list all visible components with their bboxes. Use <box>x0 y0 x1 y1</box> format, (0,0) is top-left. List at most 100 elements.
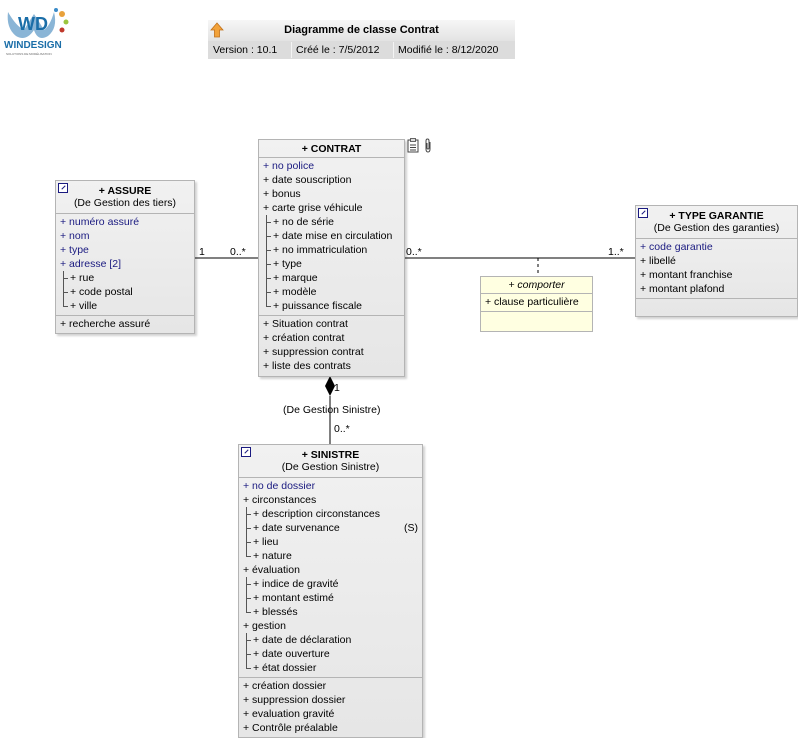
attribute-label: + rue <box>70 272 95 284</box>
composition-label: (De Gestion Sinistre) <box>283 404 381 416</box>
attributes-section: + code garantie+ libellé + montant franch… <box>636 238 797 298</box>
operations-section <box>636 298 797 316</box>
attribute-label: + blessés <box>253 606 298 618</box>
logo-text: WINDESIGN <box>4 40 62 51</box>
attributes-section: + no de dossier+ circonstances + descript… <box>239 477 422 677</box>
attribute-row: + libellé <box>636 254 797 268</box>
attribute-row: + montant franchise <box>636 268 797 282</box>
clipboard-icon[interactable] <box>407 138 419 153</box>
attribute-row: + no de dossier <box>239 479 422 493</box>
attribute-row: + nom <box>56 229 194 243</box>
external-link-icon[interactable] <box>58 183 68 193</box>
created-label: Créé le : 7/5/2012 <box>296 44 380 56</box>
attribute-label: + description circonstances <box>253 508 380 520</box>
attribute-label: + gestion <box>243 620 286 632</box>
attribute-row: + no de série <box>259 215 404 229</box>
operation-row: + Contrôle préalable <box>243 722 338 734</box>
mult-contrat-bottom: 1 <box>334 382 340 394</box>
external-link-icon[interactable] <box>241 447 251 457</box>
attribute-label: + type <box>60 244 89 256</box>
attribute-label: + nature <box>253 550 292 562</box>
diagram-header: Diagramme de classe Contrat Version : 10… <box>208 20 515 59</box>
attribute-row: + adresse [2] <box>56 257 194 271</box>
logo-subtitle: SOLUTIONS DE MODÉLISATION <box>6 52 52 56</box>
class-name: + CONTRAT <box>301 143 362 155</box>
class-contrat[interactable]: + CONTRAT + no police+ date souscription… <box>258 139 405 377</box>
attribute-label: + libellé <box>640 255 676 267</box>
attribute-row: + bonus <box>259 187 404 201</box>
attribute-row: + indice de gravité <box>239 577 422 591</box>
class-name: + TYPE GARANTIE <box>669 210 764 222</box>
external-link-icon[interactable] <box>638 208 648 218</box>
class-assure[interactable]: + ASSURE (De Gestion des tiers) + numéro… <box>55 180 195 334</box>
attribute-row: + description circonstances <box>239 507 422 521</box>
attribute-label: + no de série <box>273 216 335 228</box>
attribute-row: + évaluation <box>239 563 422 577</box>
attribute-label: + date survenance <box>253 522 340 534</box>
attribute-row: + date souscription <box>259 173 404 187</box>
attribute-label: + date souscription <box>263 174 352 186</box>
attributes-section: + numéro assuré + nom + type + adresse [2] +… <box>56 213 194 315</box>
attribute-row: + no immatriculation <box>259 243 404 257</box>
attachment-icon[interactable] <box>423 138 433 153</box>
operation-row: + Situation contrat <box>263 318 348 330</box>
class-sinistre[interactable]: + SINISTRE (De Gestion Sinistre) + no de… <box>238 444 423 738</box>
association-attribute: + clause particulière <box>485 296 579 308</box>
attribute-label: + type <box>273 258 302 270</box>
attribute-row: + ville <box>56 299 194 313</box>
diagram-title: Diagramme de classe Contrat <box>284 24 439 36</box>
attribute-row: + blessés <box>239 605 422 619</box>
operation-row: + suppression contrat <box>263 346 364 358</box>
attribute-row: + lieu <box>239 535 422 549</box>
windesign-logo: WD WINDESIGN SOLUTIONS DE MODÉLISATION <box>4 6 70 58</box>
attribute-row: + code garantie <box>636 240 797 254</box>
attribute-row: + marque <box>259 271 404 285</box>
attribute-row: + puissance fiscale <box>259 299 404 313</box>
attribute-row: + modèle <box>259 285 404 299</box>
attribute-label: + circonstances <box>243 494 317 506</box>
attribute-row: + code postal <box>56 285 194 299</box>
operation-row: + suppression dossier <box>243 694 346 706</box>
attribute-label: + état dossier <box>253 662 317 674</box>
attribute-label: + numéro assuré <box>60 216 140 228</box>
attribute-row: + rue <box>56 271 194 285</box>
attribute-row: + date de déclaration <box>239 633 422 647</box>
attribute-label: + date ouverture <box>253 648 330 660</box>
attribute-label: + montant franchise <box>640 269 733 281</box>
attribute-row: + montant plafond <box>636 282 797 296</box>
attribute-row: + date survenance (S) <box>239 521 422 535</box>
windesign-logo-icon: WD <box>7 8 69 38</box>
attribute-row: + date ouverture <box>239 647 422 661</box>
attribute-row: + état dossier <box>239 661 422 675</box>
mult-contrat-right: 0..* <box>406 246 422 258</box>
association-name: + comporter <box>508 279 565 291</box>
stereotype-label: (S) <box>404 522 418 534</box>
attribute-label: + adresse [2] <box>60 258 121 270</box>
attribute-row: + circonstances <box>239 493 422 507</box>
class-origin: (De Gestion des tiers) <box>73 197 177 209</box>
association-class-comporter[interactable]: + comporter + clause particulière <box>480 276 593 332</box>
operation-row: + création contrat <box>263 332 345 344</box>
class-type-garantie[interactable]: + TYPE GARANTIE (De Gestion des garantie… <box>635 205 798 317</box>
attribute-row: + type <box>259 257 404 271</box>
attribute-label: + bonus <box>263 188 301 200</box>
attribute-label: + modèle <box>273 286 317 298</box>
modified-label: Modifié le : 8/12/2020 <box>398 44 499 56</box>
class-origin: (De Gestion Sinistre) <box>281 461 380 473</box>
attribute-row: + nature <box>239 549 422 563</box>
up-arrow-icon[interactable] <box>210 22 224 38</box>
attribute-label: + carte grise véhicule <box>263 202 363 214</box>
attribute-label: + lieu <box>253 536 279 548</box>
attribute-label: + montant plafond <box>640 283 725 295</box>
class-origin: (De Gestion des garanties) <box>653 222 780 234</box>
attribute-label: + nom <box>60 230 90 242</box>
attribute-row: + no police <box>259 159 404 173</box>
attribute-label: + puissance fiscale <box>273 300 363 312</box>
attribute-row: + numéro assuré <box>56 215 194 229</box>
operation-row: + recherche assuré <box>60 318 151 330</box>
attribute-label: + ville <box>70 300 98 312</box>
operations-section: + recherche assuré <box>56 315 194 333</box>
attribute-row: + gestion <box>239 619 422 633</box>
mult-sinistre: 0..* <box>334 423 350 435</box>
